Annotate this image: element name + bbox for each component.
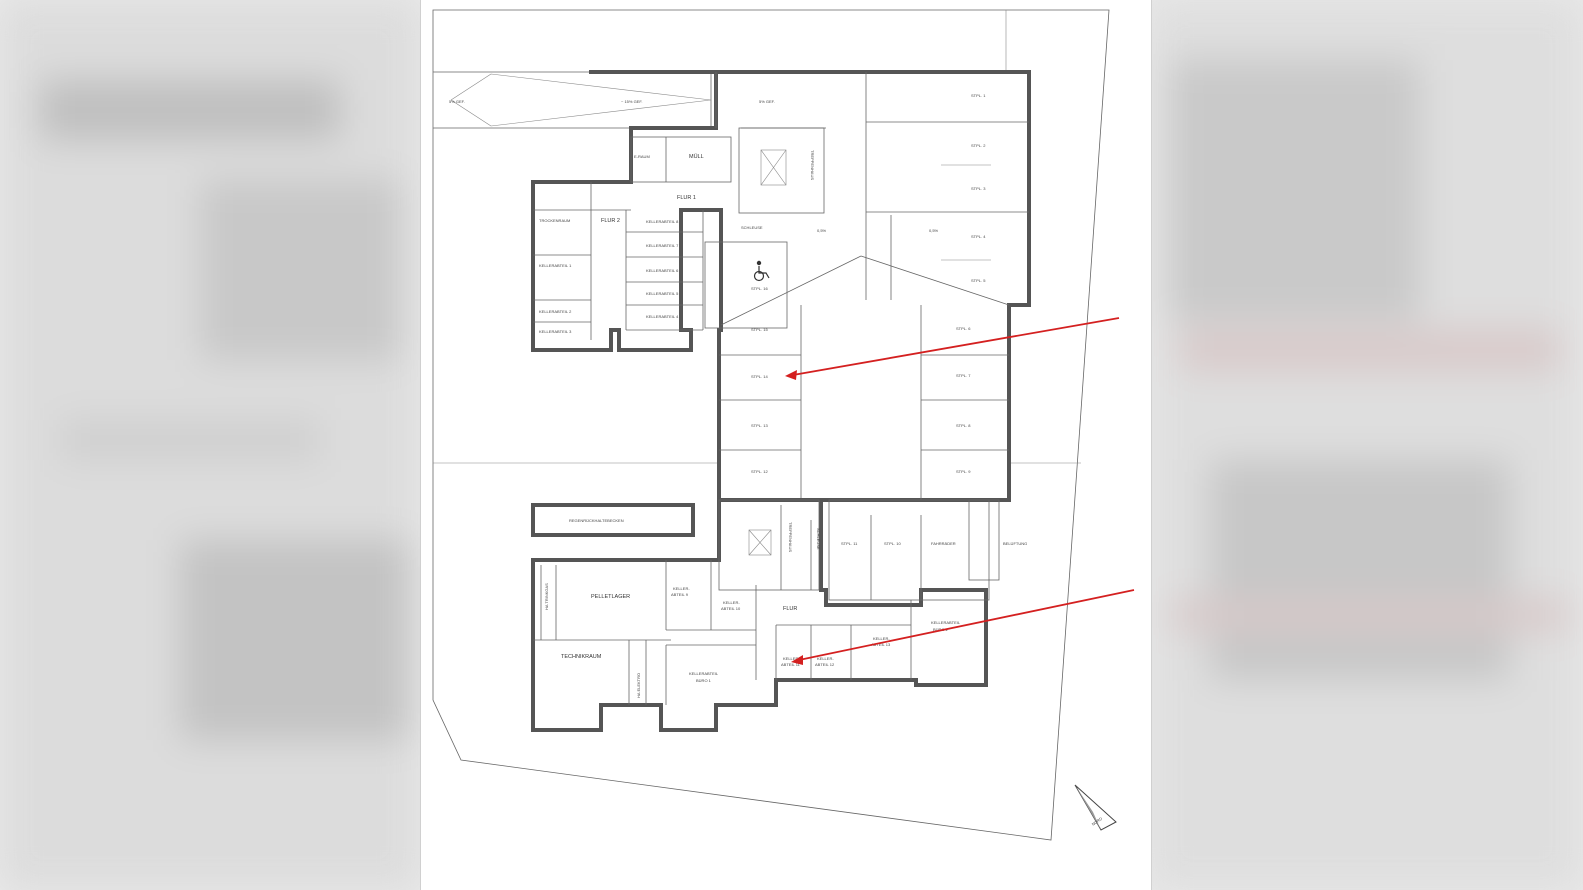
room-keller12-a: KELLER- bbox=[817, 656, 834, 661]
parking-14: STPL. 14 bbox=[751, 374, 768, 379]
slope-b: 0,5% bbox=[929, 228, 939, 233]
floor-plan-sheet: 5% GEF. ~ 15% GEF. 5% GEF. bbox=[420, 0, 1152, 890]
room-ha-trinkgas: HA TRINKGAS bbox=[544, 583, 549, 610]
room-keller-buero2-a: KELLERABTEIL bbox=[931, 620, 961, 625]
parking-1: STPL. 1 bbox=[971, 93, 986, 98]
stair-symbol-south bbox=[748, 529, 772, 556]
room-schleuse-south: SCHLEUSE bbox=[816, 528, 821, 550]
property-boundary bbox=[432, 9, 1110, 841]
room-regenbecken: REGENRÜCKHALTEBECKEN bbox=[569, 518, 624, 523]
parking-3: STPL. 3 bbox=[971, 186, 986, 191]
room-fahrraeder: FAHRRÄDER bbox=[931, 541, 956, 546]
room-flur-south: FLUR bbox=[783, 606, 797, 612]
slope-a: 0,5% bbox=[817, 228, 827, 233]
room-keller11-b: ABTEIL 11 bbox=[781, 662, 801, 667]
parking-13: STPL. 13 bbox=[751, 423, 768, 428]
room-keller7: KELLERABTEIL 7 bbox=[646, 243, 679, 248]
room-keller1: KELLERABTEIL 1 bbox=[539, 263, 572, 268]
wheelchair-icon bbox=[753, 260, 770, 282]
parking-9: STPL. 9 bbox=[956, 469, 971, 474]
parking-8: STPL. 8 bbox=[956, 423, 971, 428]
room-keller-buero1-a: KELLERABTEIL bbox=[689, 671, 719, 676]
room-technikraum: TECHNIKRAUM bbox=[561, 654, 602, 660]
room-treppenhaus-north: TREPPENHAUS bbox=[810, 150, 815, 180]
room-keller2: KELLERABTEIL 2 bbox=[539, 309, 572, 314]
ramp-slope-left: 5% GEF. bbox=[449, 99, 465, 104]
room-keller12-b: ABTEIL 12 bbox=[815, 662, 835, 667]
room-trockenraum: TROCKENRAUM bbox=[539, 218, 570, 223]
annotation-arrow-keller11 bbox=[791, 589, 1135, 665]
room-pelletlager: PELLETLAGER bbox=[591, 594, 630, 600]
north-arrow-icon: NORD bbox=[1074, 784, 1117, 831]
room-keller-buero1-b: BÜRO 1 bbox=[696, 678, 712, 683]
parking-12: STPL. 12 bbox=[751, 469, 768, 474]
parking-2: STPL. 2 bbox=[971, 143, 986, 148]
room-keller13-a: KELLER- bbox=[873, 636, 890, 641]
room-keller9-a: KELLER- bbox=[673, 586, 690, 591]
ramp-slope-right: 5% GEF. bbox=[759, 99, 775, 104]
room-flur2: FLUR 2 bbox=[601, 218, 620, 224]
north-label: NORD bbox=[1091, 816, 1104, 827]
room-keller10-b: ABTEIL 10 bbox=[721, 606, 741, 611]
room-keller13-b: ABTEIL 13 bbox=[871, 642, 891, 647]
blurred-left-background bbox=[0, 0, 420, 890]
parking-6: STPL. 6 bbox=[956, 326, 971, 331]
room-keller4: KELLERABTEIL 4 bbox=[646, 314, 679, 319]
annotation-arrow-stpl14 bbox=[785, 317, 1120, 380]
parking-7: STPL. 7 bbox=[956, 373, 971, 378]
room-muell: MÜLL bbox=[689, 153, 704, 160]
room-e-raum: E-RAUM bbox=[634, 154, 650, 159]
room-keller11-a: KELLER- bbox=[783, 656, 800, 661]
parking-4: STPL. 4 bbox=[971, 234, 986, 239]
room-keller10-a: KELLER- bbox=[723, 600, 740, 605]
room-schleuse-north: SCHLEUSE bbox=[741, 225, 763, 230]
room-treppenhaus-south: TREPPENHAUS bbox=[788, 522, 793, 552]
room-keller9-b: ABTEIL 9 bbox=[671, 592, 689, 597]
ramp-slope-mid: ~ 15% GEF. bbox=[621, 99, 642, 104]
room-keller8: KELLERABTEIL 8 bbox=[646, 219, 679, 224]
parking-5: STPL. 5 bbox=[971, 278, 986, 283]
floor-plan-drawing: 5% GEF. ~ 15% GEF. 5% GEF. bbox=[432, 9, 1135, 841]
room-flur1: FLUR 1 bbox=[677, 195, 696, 201]
ramp-area bbox=[433, 71, 712, 129]
parking-16: STPL. 16 bbox=[751, 286, 768, 291]
room-keller6: KELLERABTEIL 6 bbox=[646, 268, 679, 273]
room-keller5: KELLERABTEIL 5 bbox=[646, 291, 679, 296]
room-keller3: KELLERABTEIL 3 bbox=[539, 329, 572, 334]
room-ha-elektro: HA ELEKTRO bbox=[636, 673, 641, 698]
blurred-right-background bbox=[1150, 0, 1583, 890]
parking-11: STPL. 11 bbox=[841, 541, 858, 546]
north-building-walls bbox=[531, 70, 1031, 502]
room-belueftung: BELÜFTUNG bbox=[1003, 541, 1027, 546]
parking-15: STPL. 15 bbox=[751, 327, 768, 332]
regenbecken-walls bbox=[531, 503, 695, 537]
parking-10: STPL. 10 bbox=[884, 541, 901, 546]
